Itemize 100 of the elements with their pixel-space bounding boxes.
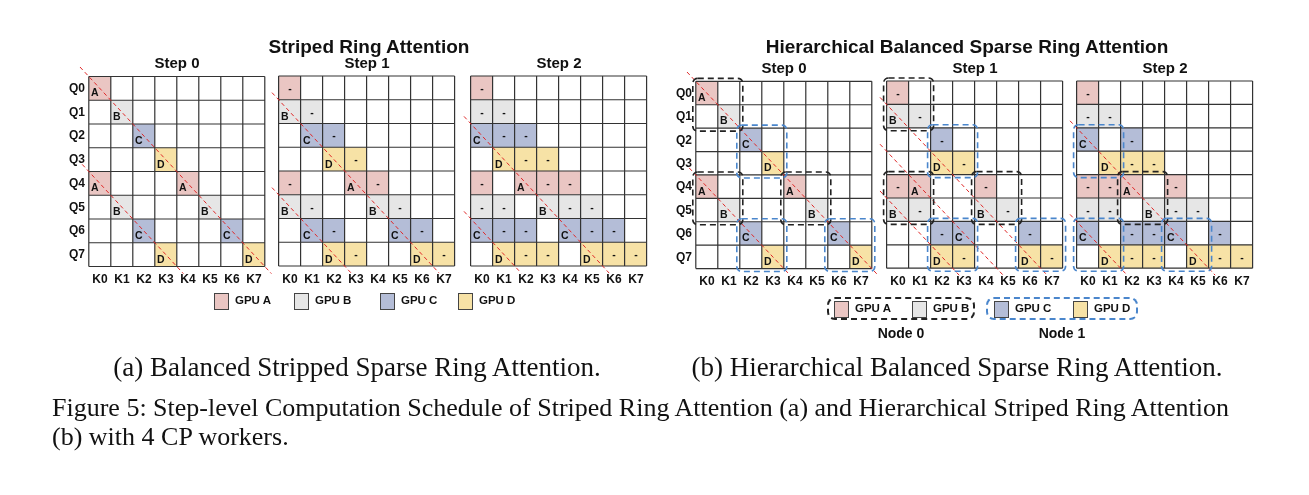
cell-label: - xyxy=(288,82,292,94)
cell-label: C xyxy=(473,229,481,240)
cell-label: C xyxy=(742,232,750,243)
cell-label: - xyxy=(288,177,292,189)
column-label: K4 xyxy=(787,275,803,288)
cell-label: A xyxy=(698,185,706,196)
cell-label: D xyxy=(764,255,772,266)
figure-caption: Figure 5: Step-level Computation Schedule of Striped Ring Attention (a) and Hierarchical Striped Ring Attention (b) with 4 CP workers. xyxy=(52,393,1230,451)
column-label: K0 xyxy=(92,273,108,285)
column-label: K0 xyxy=(282,273,298,285)
cell-label: D xyxy=(1189,255,1197,266)
row-label: Q1 xyxy=(676,110,692,123)
cell-label: D xyxy=(245,253,253,264)
cell-label: C xyxy=(223,229,231,240)
step-title: Step 2 xyxy=(1142,59,1188,75)
cell-label: - xyxy=(1108,181,1112,192)
cell-label: D xyxy=(1101,161,1109,173)
cell-label: - xyxy=(502,130,506,141)
column-label: K0 xyxy=(1080,275,1096,288)
cell-label: C xyxy=(561,229,569,240)
column-label: K2 xyxy=(518,273,534,285)
cell-label: C xyxy=(135,134,143,145)
column-label: K2 xyxy=(1124,275,1140,288)
cell-label: - xyxy=(896,181,900,192)
cell-label: - xyxy=(940,227,944,239)
cell-label: D xyxy=(495,158,503,169)
cell-label: - xyxy=(398,201,402,212)
cell-label: B xyxy=(889,208,897,220)
row-label: Q7 xyxy=(69,248,85,261)
row-label: Q1 xyxy=(69,105,85,118)
cell-label: - xyxy=(502,225,506,236)
cell-label: - xyxy=(1086,87,1090,98)
cell-label: - xyxy=(546,177,550,189)
cell-label: - xyxy=(918,204,922,215)
cell-label: - xyxy=(1130,157,1134,169)
cell-label: - xyxy=(1240,251,1244,262)
cell-label: D xyxy=(157,158,165,169)
column-label: K0 xyxy=(699,275,715,288)
cell-label: - xyxy=(546,248,550,260)
cell-label: A xyxy=(347,182,355,193)
cell-label: D xyxy=(933,255,941,266)
column-label: K5 xyxy=(202,273,218,285)
cell-label: - xyxy=(376,177,380,189)
cell-label: D xyxy=(933,161,941,173)
cell-label: - xyxy=(480,106,484,117)
cell-label: - xyxy=(442,248,446,260)
column-label: K4 xyxy=(370,273,386,285)
step-title: Step 2 xyxy=(536,54,582,70)
cell-label: - xyxy=(480,177,484,189)
cell-label: - xyxy=(524,130,528,141)
cell-label: - xyxy=(332,225,336,236)
column-label: K2 xyxy=(743,275,759,288)
cell-label: - xyxy=(1006,204,1010,215)
cell-label: C xyxy=(473,134,481,145)
column-label: K2 xyxy=(136,273,152,285)
cell-label: C xyxy=(303,134,311,145)
cell-label: - xyxy=(1152,157,1156,169)
column-label: K5 xyxy=(1190,275,1206,288)
cell-label: C xyxy=(303,229,311,240)
panel-title: Hierarchical Balanced Sparse Ring Attention xyxy=(765,36,1169,56)
column-label: K7 xyxy=(853,275,869,288)
row-label: Q0 xyxy=(676,86,692,99)
subfigure-caption: (a) Balanced Stripped Sparse Ring Attention. xyxy=(113,353,601,381)
cell-label: - xyxy=(310,106,314,117)
cell-label: - xyxy=(1130,134,1134,145)
legend-label: GPU C xyxy=(1015,303,1052,315)
cell-label: - xyxy=(502,201,506,212)
cell-label: - xyxy=(1152,251,1156,262)
subfigure-caption: (b) Hierarchical Balanced Sparse Ring Attention. xyxy=(691,353,1223,381)
cell-label: - xyxy=(568,177,572,189)
row-label: Q5 xyxy=(69,200,85,213)
column-label: K6 xyxy=(1212,275,1228,288)
legend-label: GPU A xyxy=(855,303,891,315)
legend-label: GPU B xyxy=(933,303,970,315)
cell-label: C xyxy=(1079,232,1087,243)
row-label: Q3 xyxy=(69,153,85,166)
legend-label: GPU D xyxy=(479,295,516,307)
cell-label: B xyxy=(720,208,728,220)
cell-label: - xyxy=(546,153,550,165)
row-label: Q6 xyxy=(676,227,692,240)
column-label: K3 xyxy=(158,273,174,285)
cell-label: - xyxy=(1218,227,1222,239)
cell-label: D xyxy=(495,253,503,264)
step-title: Step 0 xyxy=(761,59,807,75)
cell-label: - xyxy=(420,225,424,236)
cell-label: - xyxy=(1152,227,1156,239)
column-label: K2 xyxy=(934,275,950,288)
cell-label: D xyxy=(852,255,860,266)
cell-label: B xyxy=(113,205,121,217)
cell-label: - xyxy=(962,157,966,169)
cell-label: C xyxy=(1167,232,1175,243)
cell-label: - xyxy=(1174,204,1178,215)
cell-label: - xyxy=(896,87,900,98)
legend-label: GPU A xyxy=(235,295,271,307)
cell-label: B xyxy=(281,110,289,122)
row-label: Q4 xyxy=(69,176,85,189)
legend-label: GPU C xyxy=(401,295,438,307)
cell-label: - xyxy=(354,248,358,260)
cell-label: B xyxy=(1145,208,1153,220)
column-label: K7 xyxy=(1044,275,1060,288)
